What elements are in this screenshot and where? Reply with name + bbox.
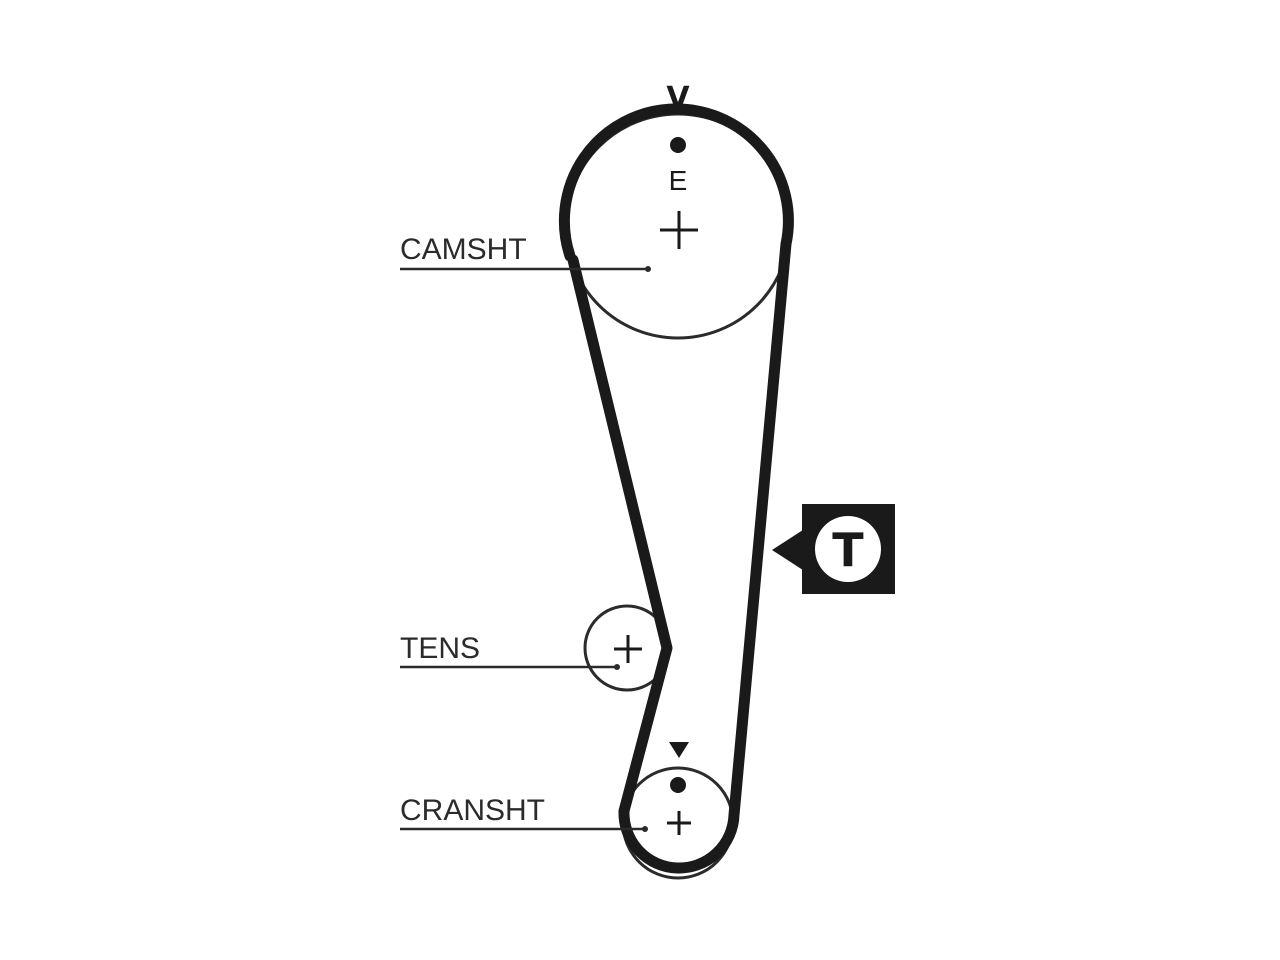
tension-badge-icon: T (772, 504, 895, 594)
engine-mark: E (669, 165, 688, 196)
tensioner-center-icon (614, 635, 642, 663)
camshaft-label: CAMSHT (400, 233, 527, 266)
tension-badge-label: T (832, 523, 864, 577)
crankshaft-timing-dot-icon (670, 777, 686, 793)
triangle-down-icon (669, 742, 689, 758)
camshaft-timing-dot-icon (670, 137, 686, 153)
camshaft-callout: CAMSHT (400, 233, 651, 272)
crankshaft-label: CRANSHT (400, 794, 545, 827)
timing-belt (558, 103, 794, 874)
crankshaft-center-icon (667, 811, 691, 835)
camshaft-center-icon (660, 211, 698, 249)
valve-mark: V (666, 81, 690, 116)
tensioner-label: TENS (400, 632, 480, 665)
crankshaft-callout: CRANSHT (400, 794, 648, 832)
tensioner-callout: TENS (400, 632, 620, 670)
